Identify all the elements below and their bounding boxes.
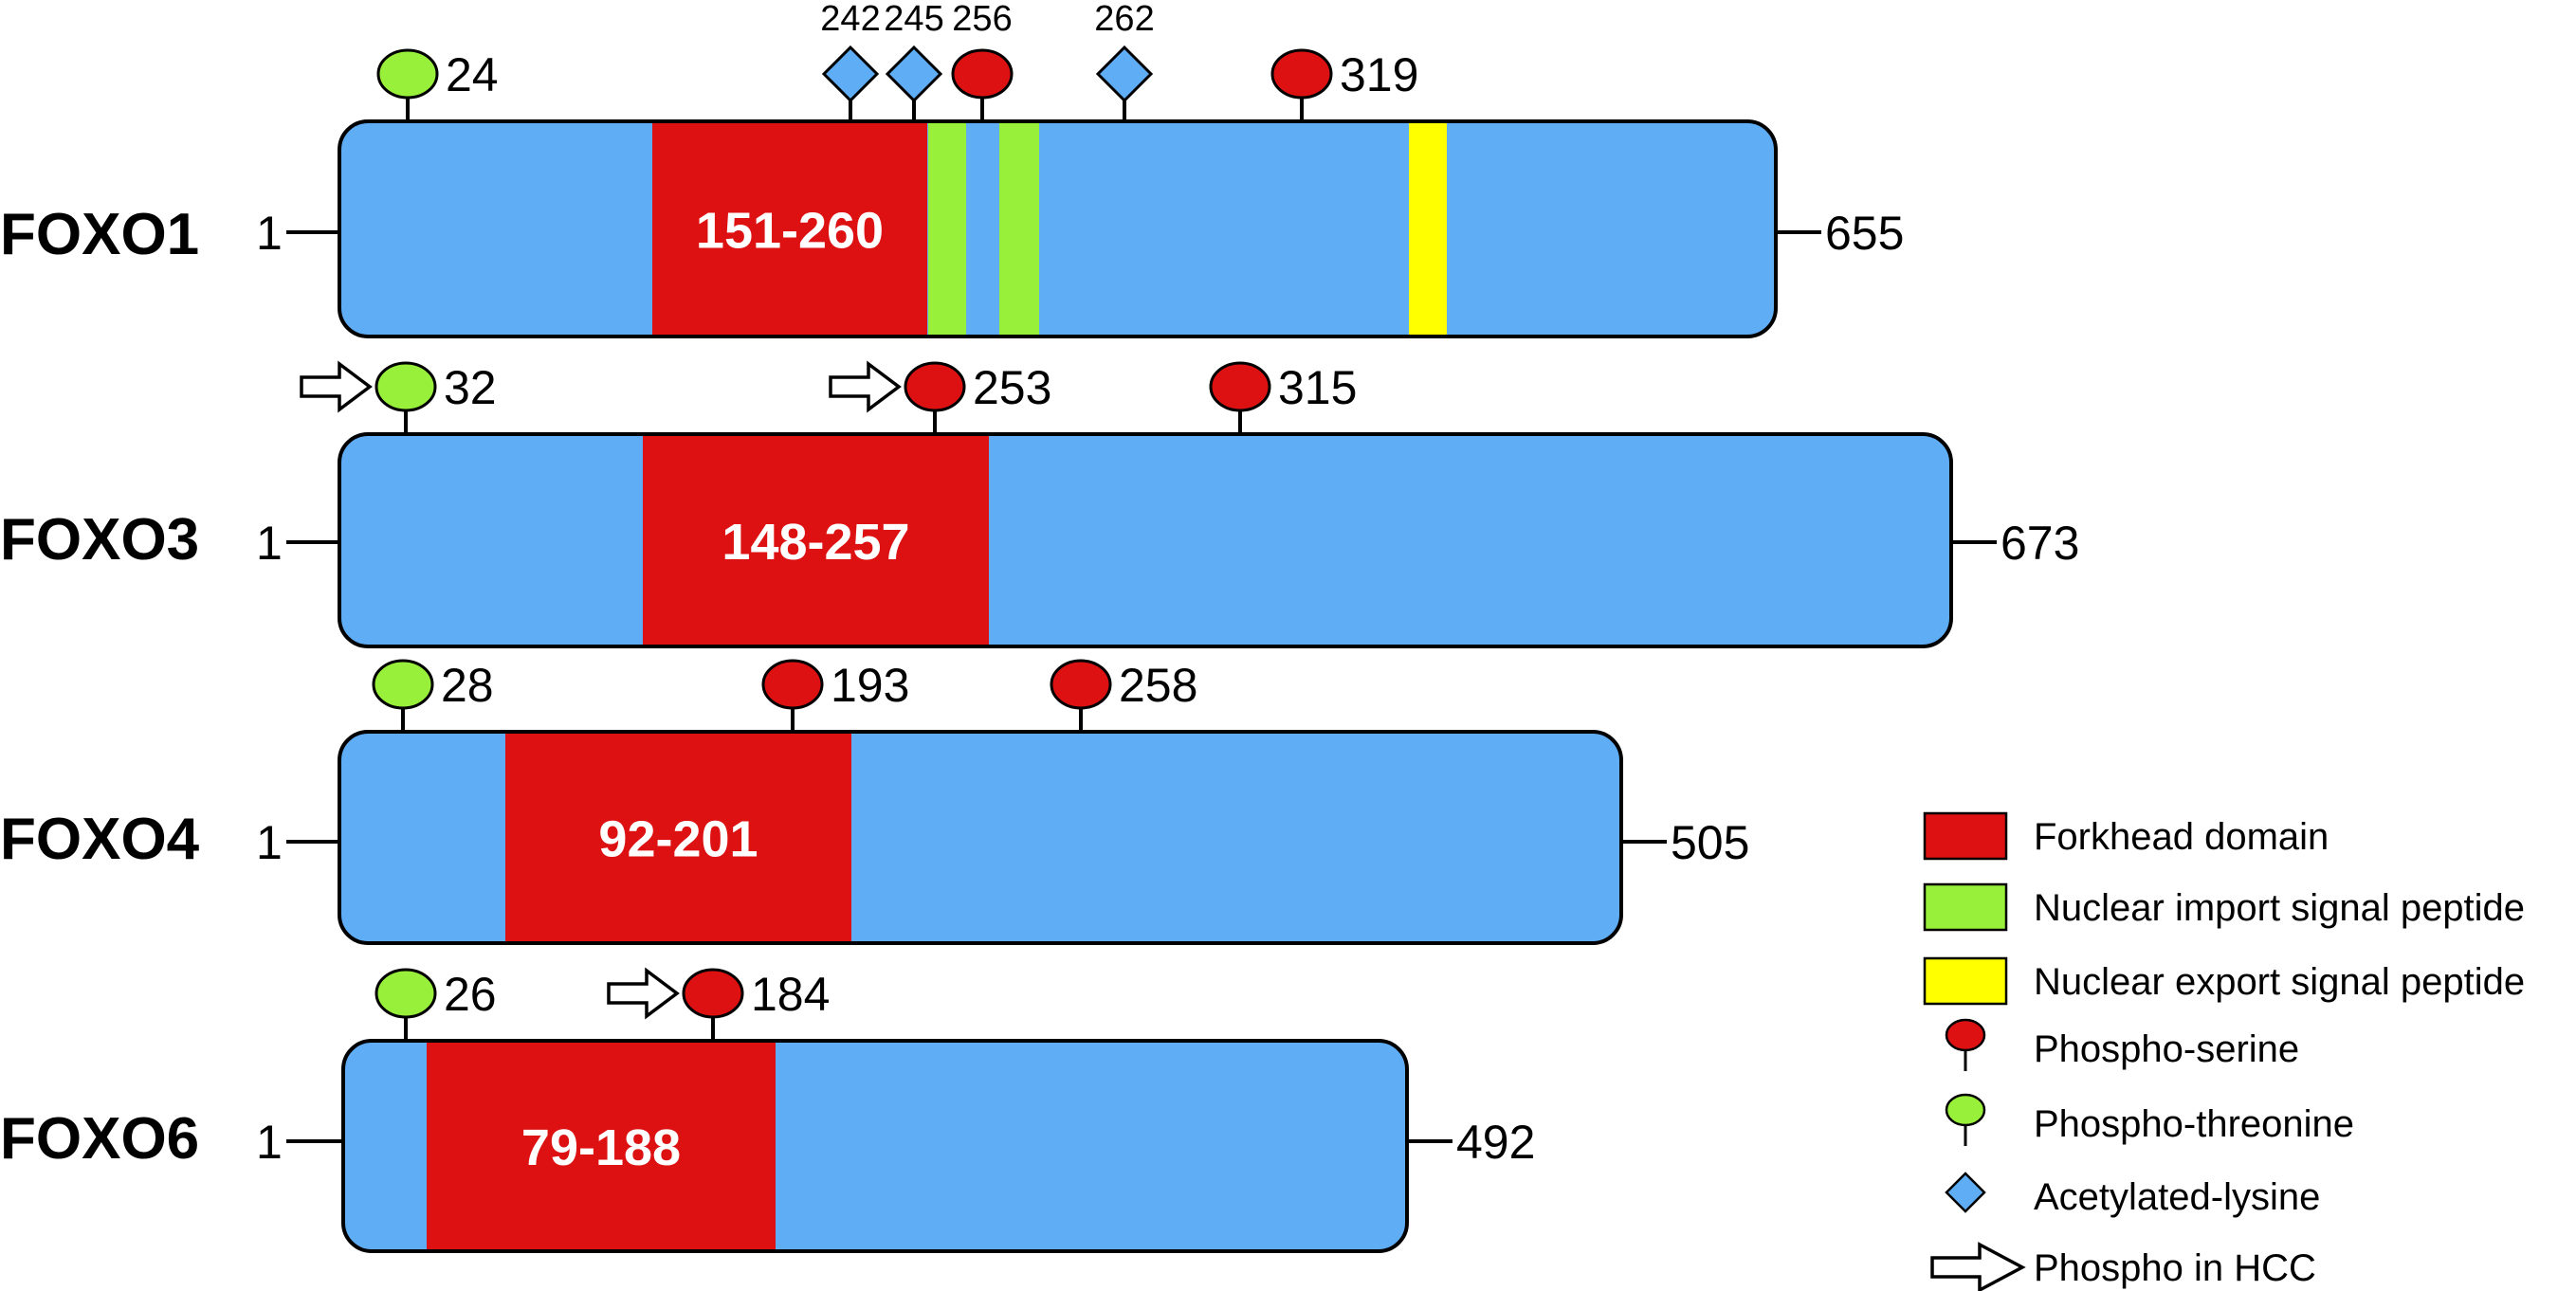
hcc-arrow-icon [1930,1242,2026,1291]
site-serine-253: 253 [829,360,1051,434]
protein-body [339,434,1951,646]
protein-foxo3: FOXO3 1 673 148-257 32 253 315 [0,360,2079,648]
site-label: 184 [751,968,830,1021]
forkhead-domain [505,732,851,943]
site-serine-315: 315 [1209,361,1357,434]
site-lysine-242: 242 [820,0,881,121]
hcc-arrow-icon [300,360,373,413]
legend-item-nuclear-import: Nuclear import signal peptide [1923,882,2525,932]
phospho-serine-icon [761,659,824,710]
forkhead-domain-label: 148-257 [722,514,909,571]
acetylated-lysine-icon [1095,45,1154,103]
phospho-serine-icon [904,361,966,412]
protein-name: FOXO6 [0,1106,199,1172]
legend-item-phospho-serine: Phospho-serine [1945,1018,2299,1071]
legend-label: Forkhead domain [2034,816,2329,858]
site-label: 26 [444,968,497,1021]
site-label: 24 [446,48,499,101]
forkhead-domain [652,121,927,336]
phospho-serine-icon [682,968,744,1019]
phospho-serine-icon [1945,1018,1986,1052]
phospho-threonine-icon [375,968,437,1019]
site-threonine-26: 26 [375,968,497,1041]
phospho-threonine-icon [372,659,434,710]
phospho-serine-icon [1209,361,1271,412]
nuclear-import-signal [928,121,966,336]
protein-body [339,121,1776,336]
acetylated-lysine-icon [821,45,880,103]
protein-name: FOXO1 [0,202,199,267]
phospho-serine-icon [1050,659,1112,710]
site-label: 256 [952,0,1012,39]
site-serine-319: 319 [1270,48,1418,121]
length-label: 492 [1456,1116,1535,1169]
forkhead-domain-label: 79-188 [521,1119,681,1176]
legend-label: Nuclear import signal peptide [2034,887,2525,929]
protein-name: FOXO4 [0,807,200,872]
site-label: 28 [441,659,494,712]
site-serine-184: 184 [607,967,830,1041]
site-lysine-245: 245 [884,0,944,121]
legend-label: Phospho-threonine [2034,1103,2354,1145]
site-lysine-262: 262 [1094,0,1155,121]
nuclear-export-signal [1409,121,1447,336]
forkhead-domain-label: 151-260 [696,203,884,260]
protein-foxo6: FOXO6 1 492 79-188 26 184 [0,967,1535,1253]
site-label: 319 [1340,48,1418,101]
site-threonine-32: 32 [300,360,497,434]
legend-label: Phospho-serine [2034,1028,2299,1070]
forkhead-domain [427,1041,776,1251]
site-label: 262 [1094,0,1154,39]
legend-item-acetylated-lysine: Acetylated-lysine [1945,1172,2320,1218]
acetylated-lysine-icon [1945,1172,1986,1213]
legend-swatch [1923,811,2008,861]
site-threonine-24: 24 [376,48,499,121]
start-position-label: 1 [256,1116,283,1169]
site-label: 193 [831,659,909,712]
legend-label: Acetylated-lysine [2034,1176,2320,1218]
hcc-arrow-icon [607,967,680,1020]
site-label: 258 [1119,659,1197,712]
length-label: 655 [1825,207,1904,260]
length-label: 673 [2001,517,2079,570]
legend-item-hcc: Phospho in HCC [1930,1242,2316,1291]
phospho-serine-icon [1270,48,1333,100]
phospho-threonine-icon [1945,1093,1986,1127]
site-label: 315 [1278,361,1357,414]
protein-name: FOXO3 [0,507,199,573]
site-serine-258: 258 [1050,659,1197,732]
site-label: 253 [973,361,1051,414]
legend-label: Nuclear export signal peptide [2034,961,2525,1003]
start-position-label: 1 [256,517,283,570]
forkhead-domain [643,434,989,646]
legend-swatch [1923,882,2008,932]
legend-item-forkhead: Forkhead domain [1923,811,2329,861]
site-serine-256: 256 [951,0,1014,121]
forkhead-domain-label: 92-201 [598,811,758,868]
site-label: 245 [884,0,943,39]
acetylated-lysine-icon [885,45,943,103]
start-position-label: 1 [256,816,283,869]
protein-foxo4: FOXO4 1 505 92-201 28 193 258 [0,659,1749,945]
site-threonine-28: 28 [372,659,494,732]
legend-item-nuclear-export: Nuclear export signal peptide [1923,956,2525,1006]
start-position-label: 1 [256,207,283,260]
legend-label: Phospho in HCC [2034,1247,2316,1289]
nuclear-import-signal [999,121,1039,336]
hcc-arrow-icon [829,360,902,413]
phospho-serine-icon [951,48,1014,100]
site-label: 32 [444,361,497,414]
site-serine-193: 193 [761,659,909,732]
legend-item-phospho-threonine: Phospho-threonine [1945,1093,2354,1146]
length-label: 505 [1671,816,1749,869]
legend-swatch [1923,956,2008,1006]
phospho-threonine-icon [376,48,439,100]
phospho-threonine-icon [375,361,437,412]
site-label: 242 [820,0,880,39]
